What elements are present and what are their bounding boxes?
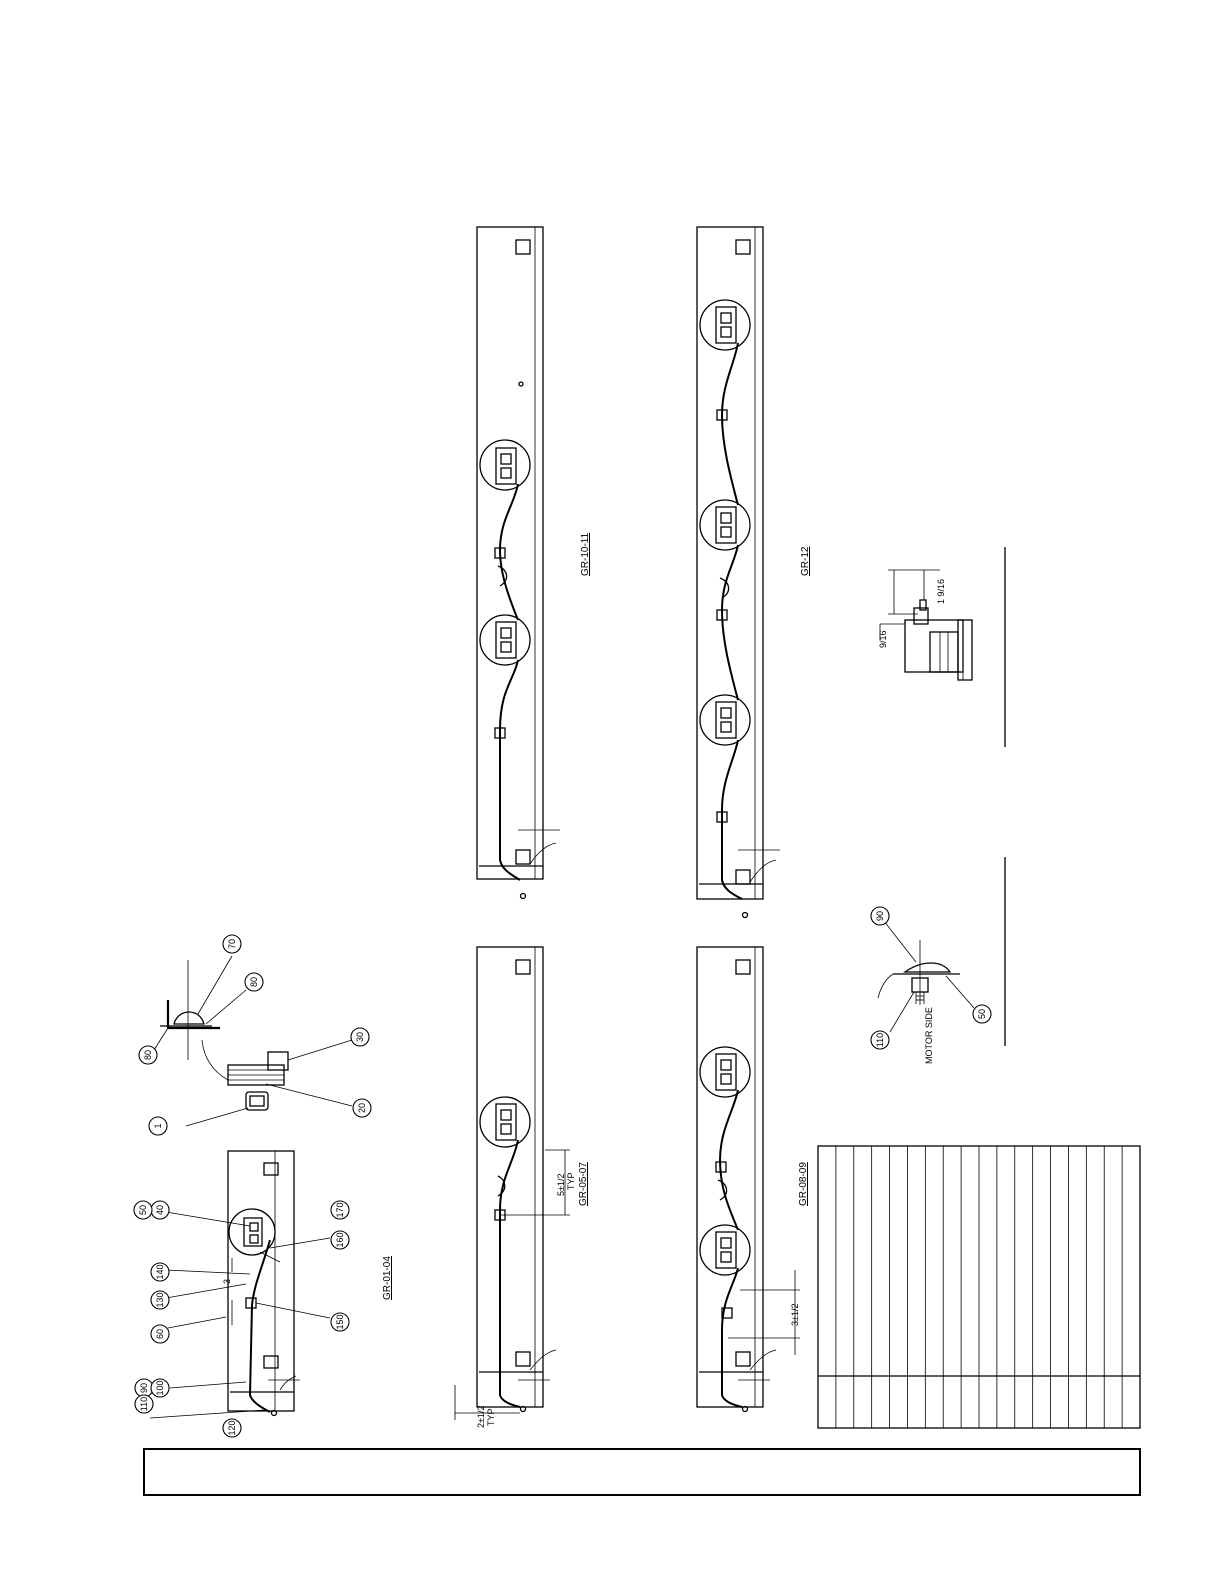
motor-detail <box>202 1040 288 1110</box>
housing-gr-05-07 <box>477 947 543 1407</box>
callout-120-text: 120 <box>227 1420 237 1435</box>
callout-90-b-text: 90 <box>875 911 885 921</box>
callout-170-text: 170 <box>335 1202 345 1217</box>
housing-gr-10-11 <box>477 227 543 879</box>
callout-170: 170 <box>331 1201 349 1219</box>
callout-30: 30 <box>351 1028 369 1046</box>
dim-2-half: 2±1/2 <box>476 1406 486 1428</box>
dim-typ-a: TYP <box>486 1408 496 1426</box>
label-gr-12: GR-12 <box>800 546 811 576</box>
callout-60-text: 60 <box>155 1329 165 1339</box>
callout-80-a-text: 80 <box>249 977 259 987</box>
assembly-gr-10-11 <box>477 227 560 899</box>
callout-90-a: 90 <box>135 1379 153 1397</box>
assembly-gr-05-07 <box>455 947 570 1420</box>
callout-1: 1 <box>149 1117 167 1135</box>
grommet-nut-detail <box>878 940 960 1005</box>
title-block-frame <box>144 1449 1140 1495</box>
callout-1-text: 1 <box>153 1123 163 1128</box>
label-gr-10-11: GR-10-11 <box>580 532 591 576</box>
callout-40: 40 <box>151 1201 169 1219</box>
callout-40-text: 40 <box>155 1205 165 1215</box>
callout-110-a: 110 <box>135 1395 153 1413</box>
callout-110-a-text: 110 <box>139 1397 149 1411</box>
frac-9-16: 9/16 <box>878 630 888 648</box>
callout-140: 140 <box>151 1263 169 1281</box>
callout-20-text: 20 <box>357 1103 367 1113</box>
callout-160-text: 160 <box>335 1232 345 1247</box>
label-gr-01-04: GR-01-04 <box>382 1256 393 1300</box>
callout-150: 150 <box>331 1313 349 1331</box>
assembly-gr-01-04 <box>228 1151 300 1416</box>
dim-5-half: 5±1/2 <box>556 1174 566 1196</box>
housing-gr-12 <box>697 227 763 899</box>
callout-50-b-text: 50 <box>977 1009 987 1019</box>
label-gr-05-07: GR-05-07 <box>578 1162 589 1206</box>
callout-110-b: 110 <box>871 1031 889 1049</box>
callout-80-b-text: 80 <box>143 1050 153 1060</box>
dim-typ-b: TYP <box>566 1172 576 1190</box>
callout-100-text: 100 <box>155 1380 165 1395</box>
callout-50-b: 50 <box>973 1005 991 1023</box>
assembly-gr-12 <box>697 227 780 918</box>
callout-130: 130 <box>151 1291 169 1309</box>
label-gr-08-09: GR-08-09 <box>798 1162 809 1206</box>
dim-3: 3 <box>222 1279 232 1284</box>
frac-1-9-16: 1 9/16 <box>936 579 946 604</box>
callout-80-b: 80 <box>139 1046 157 1064</box>
callout-50-a-text: 50 <box>138 1205 148 1215</box>
callout-100: 100 <box>151 1379 169 1397</box>
callout-90-b: 90 <box>871 907 889 925</box>
callout-80-a: 80 <box>245 973 263 991</box>
callout-130-text: 130 <box>155 1292 165 1307</box>
motor-side-label: MOTOR SIDE <box>924 1007 934 1064</box>
housing-gr-01-04 <box>228 1151 294 1411</box>
callout-160: 160 <box>331 1231 349 1249</box>
parts-list-table <box>818 1146 1140 1428</box>
callout-50-a: 50 <box>134 1201 152 1219</box>
callout-90-a-text: 90 <box>139 1383 149 1393</box>
callout-70-a: 70 <box>223 935 241 953</box>
callout-110-b-text: 110 <box>875 1033 885 1047</box>
dim-3-half: 3±1/2 <box>790 1304 800 1326</box>
callout-140-text: 140 <box>155 1264 165 1279</box>
callout-70-a-text: 70 <box>227 939 237 949</box>
assembly-gr-08-09 <box>697 947 800 1412</box>
callout-20: 20 <box>353 1099 371 1117</box>
callout-60: 60 <box>151 1325 169 1343</box>
callout-150-text: 150 <box>335 1314 345 1329</box>
terminal-bracket-detail <box>880 570 972 680</box>
grommet-detail <box>160 960 220 1060</box>
callout-120: 120 <box>223 1419 241 1437</box>
callout-30-text: 30 <box>355 1032 365 1042</box>
